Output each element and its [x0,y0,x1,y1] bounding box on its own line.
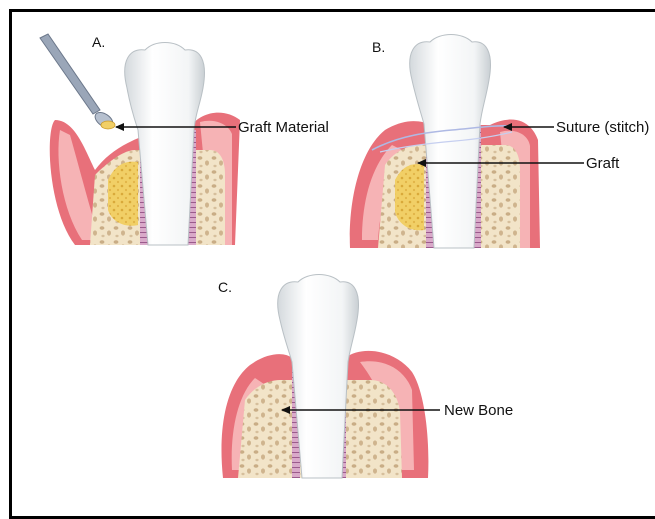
label-suture: Suture (stitch) [556,119,649,136]
panel-b: B. Suture (stitch) Graft [350,35,650,249]
bone-graft-diagram: A. Graft Material B. Suture (stitch) Gra… [0,0,655,505]
panel-letter-a: A. [92,34,105,50]
panel-c: C. New Bone [218,275,513,479]
label-new-bone: New Bone [444,402,513,419]
panel-a: A. Graft Material [40,34,329,245]
graft [395,164,424,230]
graft-instrument [40,34,100,114]
panel-letter-b: B. [372,39,385,55]
label-graft: Graft [586,155,620,172]
label-graft-material: Graft Material [238,119,329,136]
panel-letter-c: C. [218,279,232,295]
